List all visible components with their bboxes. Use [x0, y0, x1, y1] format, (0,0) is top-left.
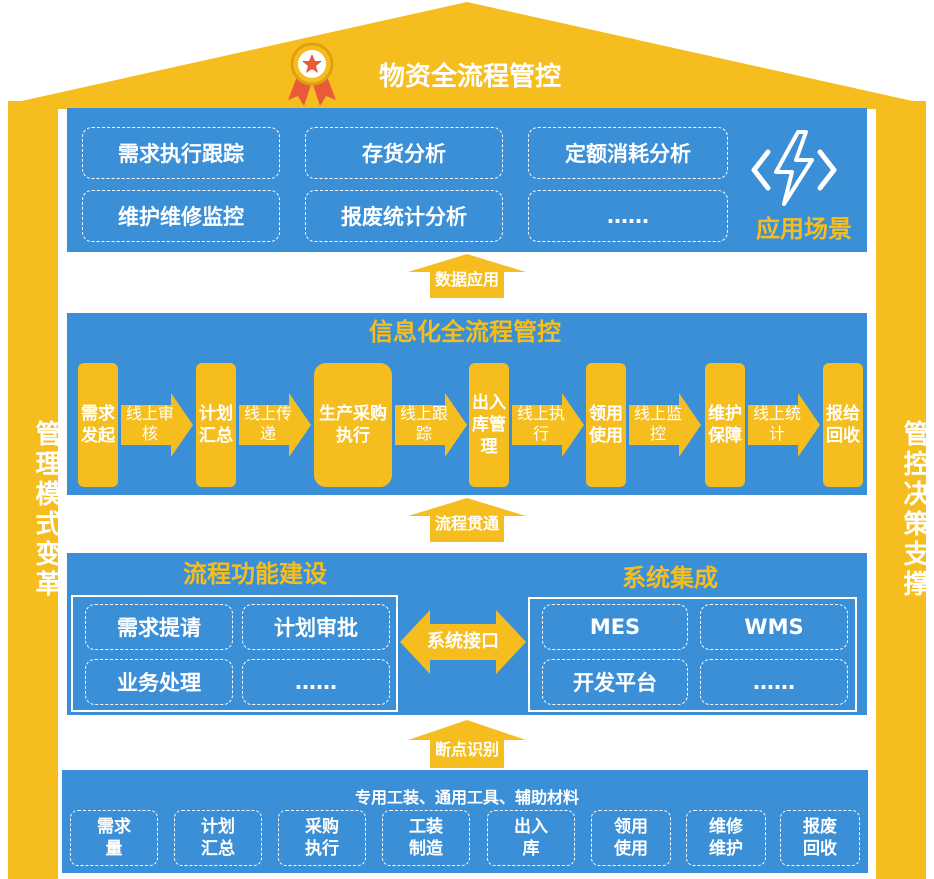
flow-arrow	[239, 393, 311, 457]
bottom-item-label: 需求量	[97, 817, 131, 859]
flow-link-label: 线上跟踪	[399, 404, 448, 443]
flow-link-label: 线上监控	[633, 404, 682, 443]
right-pillar	[876, 108, 926, 879]
bottom-item: 工装制造	[382, 810, 470, 866]
flow-arrow	[748, 393, 820, 457]
integration-title: 系统集成	[622, 564, 718, 592]
bottom-item: 计划汇总	[174, 810, 262, 866]
right-pillar-text: 管控决策支撑	[899, 420, 929, 600]
bottom-item-label: 工装制造	[409, 817, 443, 859]
integration-item: ……	[700, 659, 848, 705]
step-use: 领用使用	[586, 363, 626, 487]
bottom-item-label: 报废回收	[803, 817, 837, 859]
info-control-title: 信息化全流程管控	[369, 318, 561, 346]
left-pillar-text: 管理模式变革	[31, 420, 61, 600]
up-arrow-process	[408, 498, 526, 542]
up-arrow-data-app	[408, 254, 526, 298]
left-pillar	[8, 108, 58, 879]
flow-arrow	[512, 393, 584, 457]
bottom-item: 维修维护	[686, 810, 766, 866]
bottom-item: 需求量	[70, 810, 158, 866]
step-procure: 生产采购执行	[314, 363, 392, 487]
flow-link-label: 线上执行	[516, 404, 565, 443]
integration-item: MES	[542, 604, 688, 650]
step-recycle: 报给回收	[823, 363, 863, 487]
bottom-title: 专用工装、通用工具、辅助材料	[354, 788, 579, 807]
bottom-item: 报废回收	[780, 810, 860, 866]
scenario-item: 维护维修监控	[82, 190, 280, 242]
roof	[8, 2, 926, 109]
function-item: 业务处理	[85, 659, 233, 705]
function-item: 需求提请	[85, 604, 233, 650]
step-plan: 计划汇总	[196, 363, 236, 487]
flow-link-label: 线上审核	[125, 404, 174, 443]
breakpoint-label: 断点识别	[434, 740, 499, 759]
roof-title: 物资全流程管控	[378, 62, 561, 92]
flow-link-label: 线上统计	[752, 404, 801, 443]
function-item: ……	[242, 659, 390, 705]
bottom-item-label: 出入库	[514, 817, 548, 859]
code-bolt-icon	[751, 130, 837, 206]
bottom-item-label: 领用使用	[614, 817, 648, 859]
bottom-item-label: 采购执行	[305, 817, 339, 859]
flow-arrow	[395, 393, 467, 457]
bottom-item: 出入库	[487, 810, 575, 866]
scenario-item: 定额消耗分析	[528, 127, 728, 179]
bottom-item: 领用使用	[591, 810, 671, 866]
bottom-panel	[62, 770, 868, 873]
scenario-item: ……	[528, 190, 728, 242]
function-build-box	[71, 595, 398, 712]
function-item: 计划审批	[242, 604, 390, 650]
data-app-label: 数据应用	[434, 270, 499, 289]
bottom-item-label: 计划汇总	[201, 817, 235, 859]
step-demand: 需求发起	[78, 363, 118, 487]
function-build-title: 流程功能建设	[183, 560, 327, 588]
scenarios-label: 应用场景	[756, 215, 852, 243]
scenario-item: 存货分析	[305, 127, 503, 179]
process-through-label: 流程贯通	[434, 514, 499, 533]
bottom-item: 采购执行	[278, 810, 366, 866]
step-inout: 出入库管理	[469, 363, 509, 487]
up-arrow-breakpoint	[408, 720, 526, 768]
scenario-item: 报废统计分析	[305, 190, 503, 242]
step-maintain: 维护保障	[705, 363, 745, 487]
flow-arrow	[629, 393, 701, 457]
integration-box	[528, 597, 857, 712]
flow-arrow	[121, 393, 193, 457]
flow-link-label: 线上传递	[243, 404, 292, 443]
scenarios-panel	[67, 108, 867, 252]
medal-icon	[288, 42, 336, 106]
bottom-item-label: 维修维护	[709, 817, 743, 859]
integration-item: 开发平台	[542, 659, 688, 705]
scenario-item: 需求执行跟踪	[82, 127, 280, 179]
interface-label: 系统接口	[427, 631, 499, 652]
double-arrow	[400, 610, 526, 674]
integration-item: WMS	[700, 604, 848, 650]
